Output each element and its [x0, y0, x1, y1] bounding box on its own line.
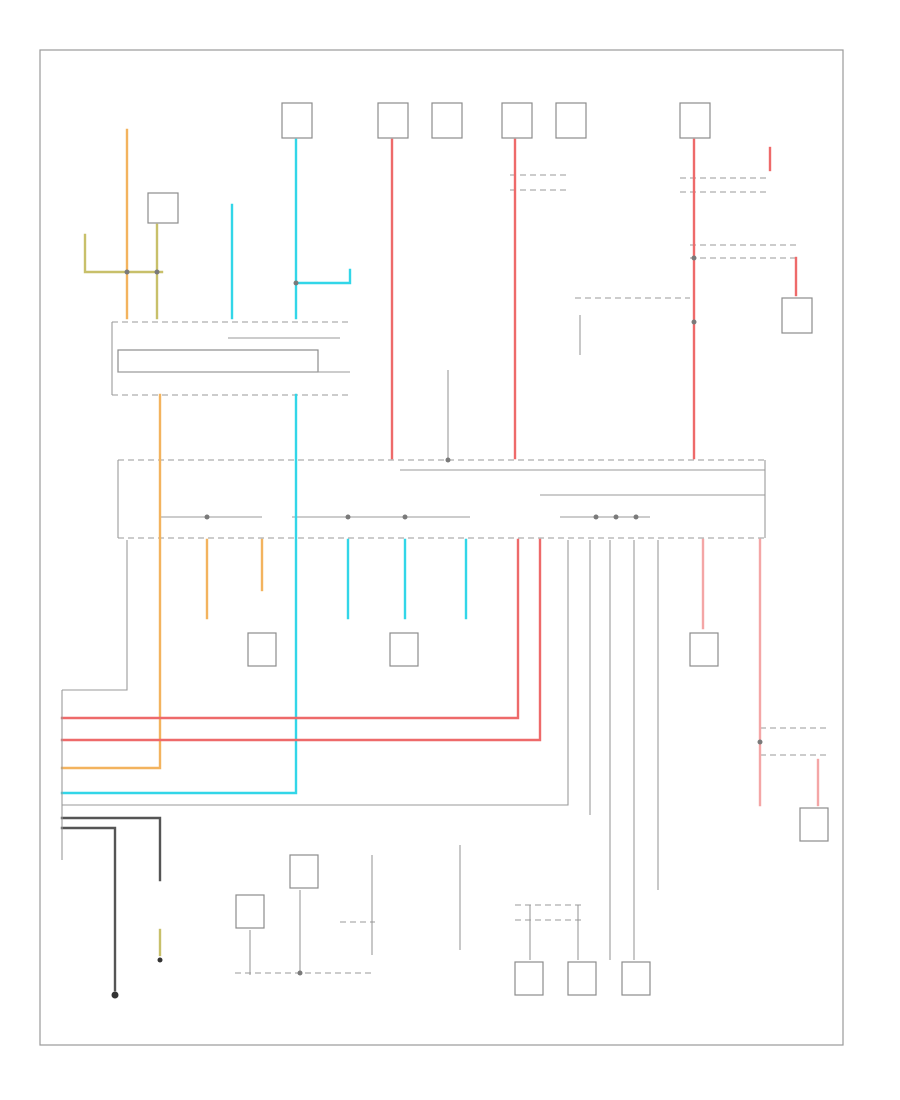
- component-box: [289, 854, 319, 889]
- component-box: [235, 894, 265, 929]
- splice-joints: [124, 255, 763, 976]
- component-box: [621, 961, 651, 996]
- ground-points: [111, 957, 163, 999]
- component-box: [147, 192, 179, 224]
- component-box: [514, 961, 544, 996]
- top-components: [147, 102, 813, 334]
- component-box: [781, 297, 813, 334]
- ground-icon: [111, 991, 119, 999]
- upper-junction-block: [111, 321, 350, 396]
- component-box: [679, 102, 711, 139]
- main-junction-box: [117, 459, 766, 539]
- component-box: [389, 632, 419, 667]
- component-box: [281, 102, 313, 139]
- gray-wires: [62, 315, 659, 975]
- relay-boxes: [235, 174, 830, 974]
- component-box: [501, 102, 533, 139]
- black-wires: [60, 816, 162, 992]
- ground-icon: [157, 957, 163, 963]
- component-box: [689, 632, 719, 667]
- red-wires: [60, 138, 820, 807]
- diagram-frame: [39, 49, 844, 1046]
- olive-wires: [83, 223, 164, 957]
- component-box: [431, 102, 463, 139]
- component-box: [799, 807, 829, 842]
- component-box: [555, 102, 587, 139]
- orange-wires: [60, 128, 264, 770]
- component-box: [567, 961, 597, 996]
- cyan-wires: [60, 138, 468, 795]
- middle-components: [235, 632, 829, 996]
- component-box: [377, 102, 409, 139]
- component-box: [247, 632, 277, 667]
